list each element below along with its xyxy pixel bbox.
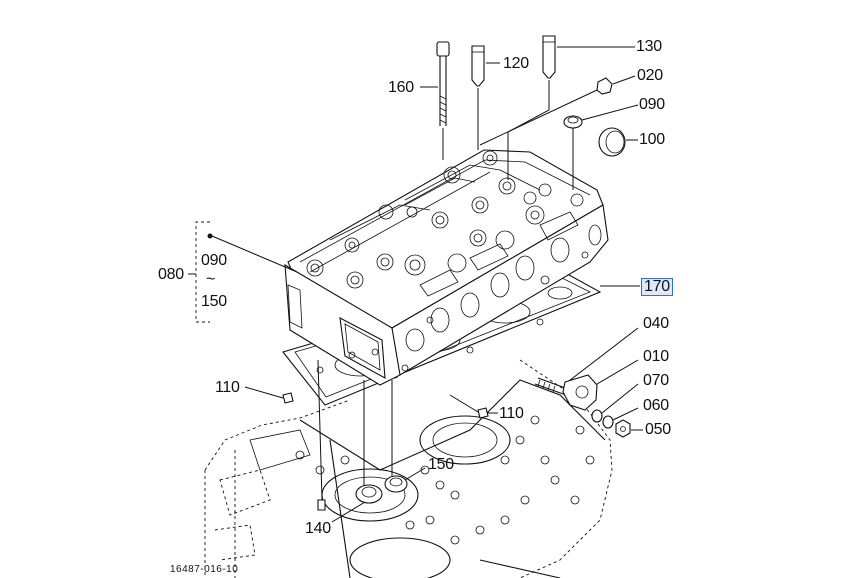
head-bolt-160 — [420, 41, 450, 160]
cylinder-block-outline — [204, 359, 613, 578]
callout-070[interactable]: 070 — [643, 372, 669, 389]
bracket-010 — [562, 359, 639, 411]
cap-100 — [598, 127, 638, 157]
seal-090 — [563, 104, 639, 190]
nut-050 — [615, 419, 643, 438]
callout-110-left[interactable]: 110 — [215, 379, 240, 396]
washer-070 — [591, 383, 639, 423]
seal-ring-150 — [384, 380, 426, 493]
callout-130[interactable]: 130 — [636, 38, 662, 55]
dowel-pin-lower — [317, 359, 326, 511]
plug-020 — [479, 75, 636, 146]
callout-050[interactable]: 050 — [645, 421, 671, 438]
dowel-pin-110-left — [244, 386, 294, 404]
seal-ring-140 — [331, 380, 383, 523]
dowel-pin-110-right — [449, 394, 498, 419]
callout-150[interactable]: 150 — [428, 456, 454, 473]
stud-040 — [534, 327, 639, 396]
range-bracket-080 — [188, 221, 298, 323]
callout-160[interactable]: 160 — [388, 79, 414, 96]
callout-090[interactable]: 090 — [639, 96, 665, 113]
diagram-id: 16487-016-10 — [170, 564, 239, 575]
callout-010[interactable]: 010 — [643, 348, 669, 365]
callout-110-right[interactable]: 110 — [499, 405, 524, 422]
range-separator: ~ — [206, 271, 216, 288]
callout-140[interactable]: 140 — [305, 520, 331, 537]
callout-120[interactable]: 120 — [503, 55, 529, 72]
range-start-090[interactable]: 090 — [201, 252, 227, 269]
cylinder-head — [284, 149, 609, 386]
range-end-150[interactable]: 150 — [201, 293, 227, 310]
callout-100[interactable]: 100 — [639, 131, 665, 148]
callout-170[interactable]: 170 — [641, 278, 673, 296]
callout-060[interactable]: 060 — [643, 397, 669, 414]
callout-040[interactable]: 040 — [643, 315, 669, 332]
callout-020[interactable]: 020 — [637, 67, 663, 84]
washer-060 — [602, 407, 639, 429]
valve-guide-130 — [507, 35, 635, 180]
callout-080[interactable]: 080 — [158, 266, 184, 283]
valve-guide-120 — [471, 45, 500, 150]
